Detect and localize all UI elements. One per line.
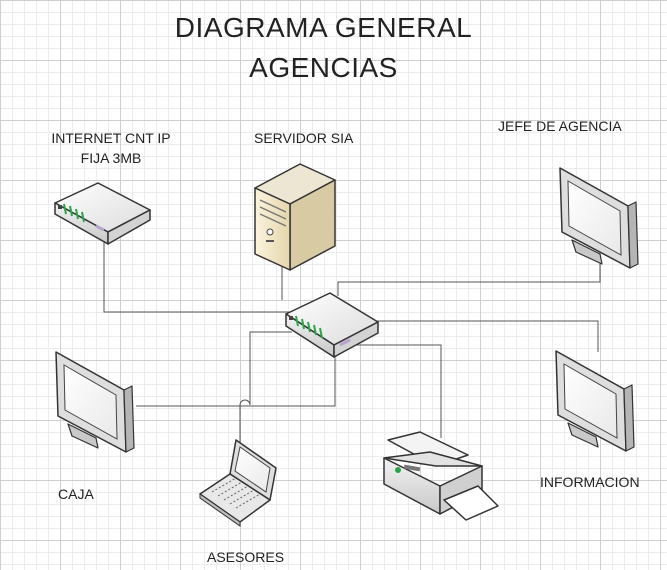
line-impresora-switch	[345, 344, 442, 438]
central-switch-icon	[285, 292, 379, 358]
label-internet: INTERNET CNT IP FIJA 3MB	[36, 128, 186, 168]
servidor-tower-icon	[254, 163, 336, 271]
label-internet-line2: FIJA 3MB	[80, 150, 142, 166]
line-informacion-switch	[372, 320, 599, 352]
diagram-title-line1: DIAGRAMA GENERAL	[174, 12, 473, 43]
connection-lines	[103, 225, 601, 443]
line-asesores-switch	[239, 331, 292, 443]
label-jefe: JEFE DE AGENCIA	[498, 118, 622, 134]
diagram-title-line2: AGENCIAS	[249, 52, 398, 83]
caja-monitor-icon	[55, 351, 135, 453]
jefe-monitor-icon	[559, 167, 639, 269]
impresora-printer-icon	[383, 431, 499, 521]
line-caja-switch	[136, 340, 336, 407]
informacion-monitor-icon	[555, 350, 635, 452]
label-asesores: ASESORES	[207, 549, 285, 565]
label-caja: CAJA	[58, 486, 94, 502]
asesores-laptop-icon	[199, 439, 277, 527]
line-jefe-switch	[337, 262, 601, 296]
internet-router-icon	[54, 182, 151, 245]
line-internet-switch	[103, 225, 290, 313]
label-informacion: INFORMACION	[540, 474, 640, 490]
label-servidor: SERVIDOR SIA	[254, 130, 354, 146]
label-internet-line1: INTERNET CNT IP	[51, 130, 171, 146]
